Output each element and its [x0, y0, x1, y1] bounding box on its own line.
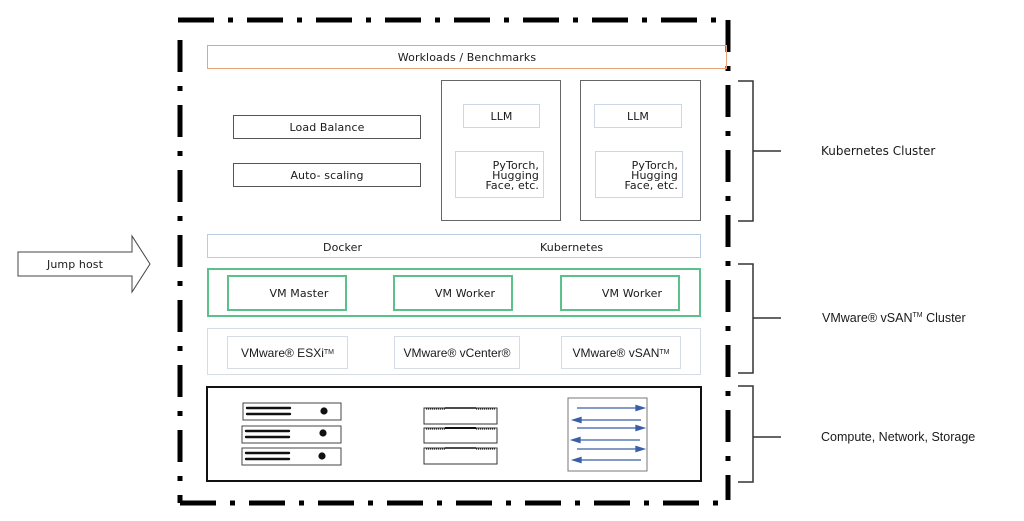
docker-label: Docker	[323, 241, 363, 254]
llm-box: LLM	[594, 104, 682, 128]
framework-line: Face, etc.	[485, 179, 539, 192]
jump-host-arrow	[17, 234, 151, 294]
auto-scaling-box: Auto- scaling	[233, 163, 421, 187]
vcenter-box: VMware® vCenter®	[394, 336, 520, 369]
frameworks-box: PyTorch, Hugging Face, etc.	[595, 151, 683, 198]
framework-line: Hugging	[631, 169, 678, 182]
vcenter-label: VMware® vCenter®	[403, 345, 511, 360]
vm-worker-box: VM Worker	[393, 275, 513, 311]
label-kubernetes-cluster: Kubernetes Cluster	[821, 144, 936, 158]
hardware-layer	[206, 386, 702, 482]
label-compute-network-storage: Compute, Network, Storage	[821, 430, 976, 444]
trademark-mark: TM	[323, 349, 334, 356]
label-vsan-cluster: VMware® vSANTM Cluster	[822, 311, 966, 325]
esxi-label: VMware® ESXi	[241, 345, 324, 360]
frameworks-box: PyTorch, Hugging Face, etc.	[455, 151, 544, 198]
label-vsan-prefix: VMware® vSAN	[822, 311, 913, 325]
bracket-hardware	[738, 385, 754, 483]
kubernetes-label: Kubernetes	[540, 241, 604, 254]
pod-box: LLM PyTorch, Hugging Face, etc.	[441, 80, 561, 221]
trademark-mark: TM	[912, 312, 923, 319]
framework-line: Face, etc.	[624, 179, 678, 192]
container-layer: Docker Kubernetes	[207, 234, 701, 258]
trademark-mark: TM	[659, 349, 670, 356]
vsan-label: VMware® vSAN	[572, 345, 660, 360]
pod-box: LLM PyTorch, Hugging Face, etc.	[580, 80, 701, 221]
bracket-kubernetes	[738, 80, 754, 222]
label-vsan-suffix: Cluster	[922, 311, 966, 325]
bracket-vsan	[738, 263, 754, 374]
vm-master-box: VM Master	[227, 275, 347, 311]
workloads-box: Workloads / Benchmarks	[207, 45, 727, 69]
framework-line: Hugging	[492, 169, 539, 182]
framework-line: PyTorch,	[631, 159, 678, 172]
load-balance-box: Load Balance	[233, 115, 421, 139]
vm-worker-box: VM Worker	[560, 275, 680, 311]
llm-box: LLM	[463, 104, 540, 128]
jump-host-label: Jump host	[46, 257, 104, 271]
framework-line: PyTorch,	[492, 159, 539, 172]
vm-layer: VM Master VM Worker VM Worker	[207, 268, 701, 317]
